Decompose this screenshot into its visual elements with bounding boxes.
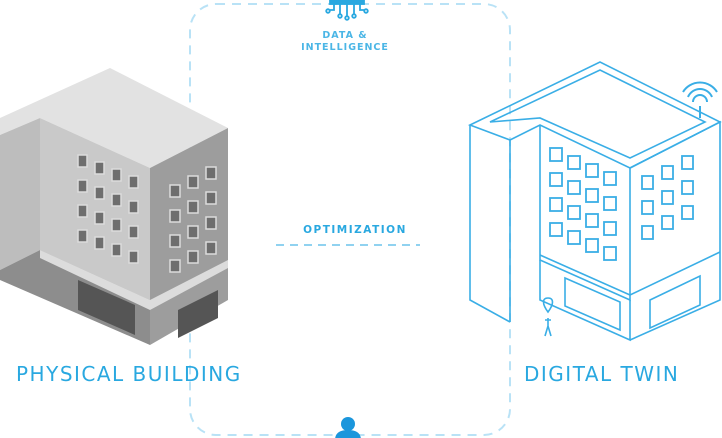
digital-twin-label: DIGITAL TWIN — [524, 362, 680, 386]
location-pin-icon — [542, 297, 554, 337]
wifi-icon — [682, 81, 718, 118]
optimization-label: OPTIMIZATION — [303, 224, 407, 236]
digital-twin-illustration — [467, 61, 722, 342]
physical-building-illustration — [0, 68, 228, 345]
physical-building-label: PHYSICAL BUILDING — [16, 362, 242, 386]
data-intelligence-line1: DATA & — [322, 30, 368, 41]
data-intelligence-label: DATA & INTELLIGENCE — [270, 30, 420, 54]
chip-icon — [325, 0, 369, 21]
data-intelligence-line2: INTELLIGENCE — [301, 42, 389, 53]
person-icon — [335, 417, 361, 438]
